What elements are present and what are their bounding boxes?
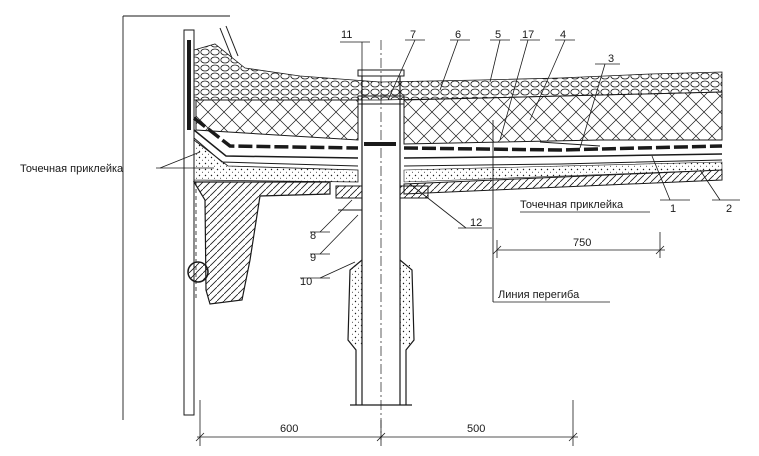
callout-7: 7 xyxy=(410,29,416,41)
callout-10: 10 xyxy=(300,276,312,288)
insulation-layer xyxy=(195,99,359,141)
dimension-bottom xyxy=(195,400,578,446)
label-spot-glue-left: Точечная приклейка xyxy=(20,163,124,175)
callout-11: 11 xyxy=(341,29,352,41)
dim-500: 500 xyxy=(467,423,485,435)
drain-pipe xyxy=(335,40,429,440)
dimension-750 xyxy=(492,232,665,258)
concrete-slab xyxy=(192,181,331,305)
gravel-layer xyxy=(193,43,723,101)
callout-2: 2 xyxy=(726,203,732,215)
callout-12: 12 xyxy=(470,217,482,229)
callout-6: 6 xyxy=(455,29,461,41)
waterproofing-membranes xyxy=(192,116,723,167)
callout-9: 9 xyxy=(310,252,316,264)
parapet-wall xyxy=(183,25,239,416)
callout-leaders xyxy=(156,39,740,279)
callout-5: 5 xyxy=(495,29,501,41)
callout-1: 1 xyxy=(670,203,676,215)
callout-4: 4 xyxy=(560,29,566,41)
label-spot-glue-right: Точечная приклейка xyxy=(520,199,624,211)
callout-8: 8 xyxy=(310,230,316,242)
label-bend-line: Линия перегиба xyxy=(498,289,580,301)
callout-3: 3 xyxy=(608,53,614,65)
sealant-rope xyxy=(187,261,209,283)
dim-750: 750 xyxy=(573,237,591,249)
screed-layer xyxy=(193,139,359,183)
dim-600: 600 xyxy=(280,423,298,435)
callout-17: 17 xyxy=(522,29,534,41)
